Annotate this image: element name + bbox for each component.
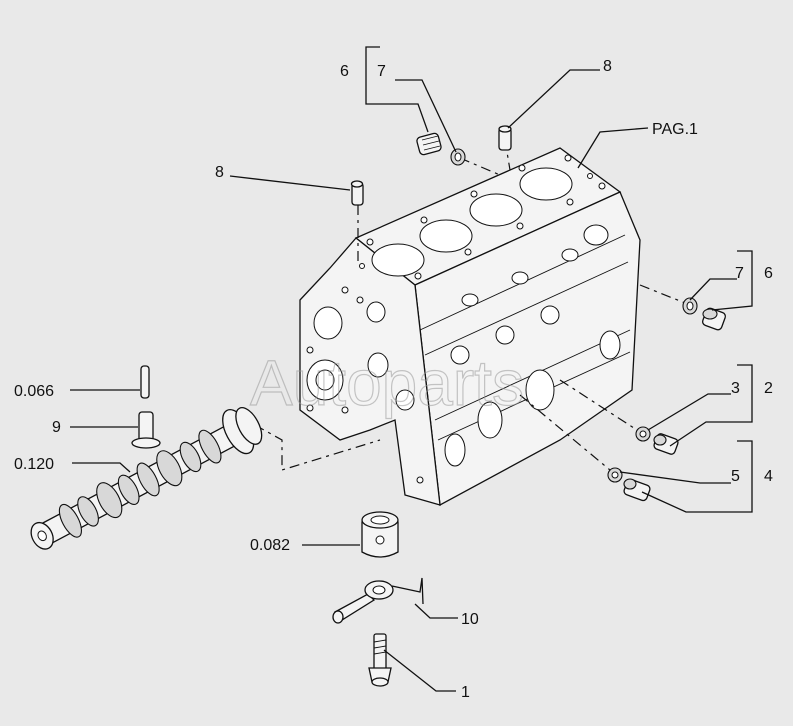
plug-right [702,307,726,331]
plug-top-left [416,132,442,156]
callout-1: 1 [461,684,470,701]
camshaft [30,407,263,550]
cylinder-bore-3 [469,193,523,227]
bushing [361,511,399,558]
watermark: Autoparts [250,347,524,419]
plug-2 [653,433,679,455]
block-front-details [306,286,424,484]
plug-4 [623,478,651,502]
callout-9: 9 [52,419,61,436]
callout-6-top: 6 [340,63,349,80]
callout-7-top: 7 [377,63,386,80]
dowel-pin-left [350,180,364,206]
callout-2: 2 [764,380,773,397]
callout-4: 4 [764,468,773,485]
callout-labels: 6 7 8 PAG.1 8 7 6 3 2 5 4 0.066 9 0.120 … [14,58,773,701]
callout-5: 5 [731,468,740,485]
callout-0-066: 0.066 [14,383,54,400]
leader-lines [70,46,753,692]
dowel-pin-top [498,125,512,151]
tappet [131,411,161,449]
cylinder-bore-1 [371,243,425,277]
push-rod [140,365,150,399]
nozzle-bolt [368,633,392,687]
callout-0-082: 0.082 [250,537,290,554]
callout-6-right: 6 [764,265,773,282]
callout-0-120: 0.120 [14,456,54,473]
callout-7-right: 7 [735,265,744,282]
cylinder-bore-4 [519,167,573,201]
engine-block [299,147,641,507]
callout-8-top: 8 [603,58,612,75]
oil-spray-nozzle [332,577,424,624]
callout-3: 3 [731,380,740,397]
deck-bolt-holes [359,154,606,280]
callout-pag-1: PAG.1 [652,121,698,138]
callout-8-left: 8 [215,164,224,181]
block-side-details [419,224,631,467]
callout-10: 10 [461,611,479,628]
cylinder-bore-2 [419,219,473,253]
